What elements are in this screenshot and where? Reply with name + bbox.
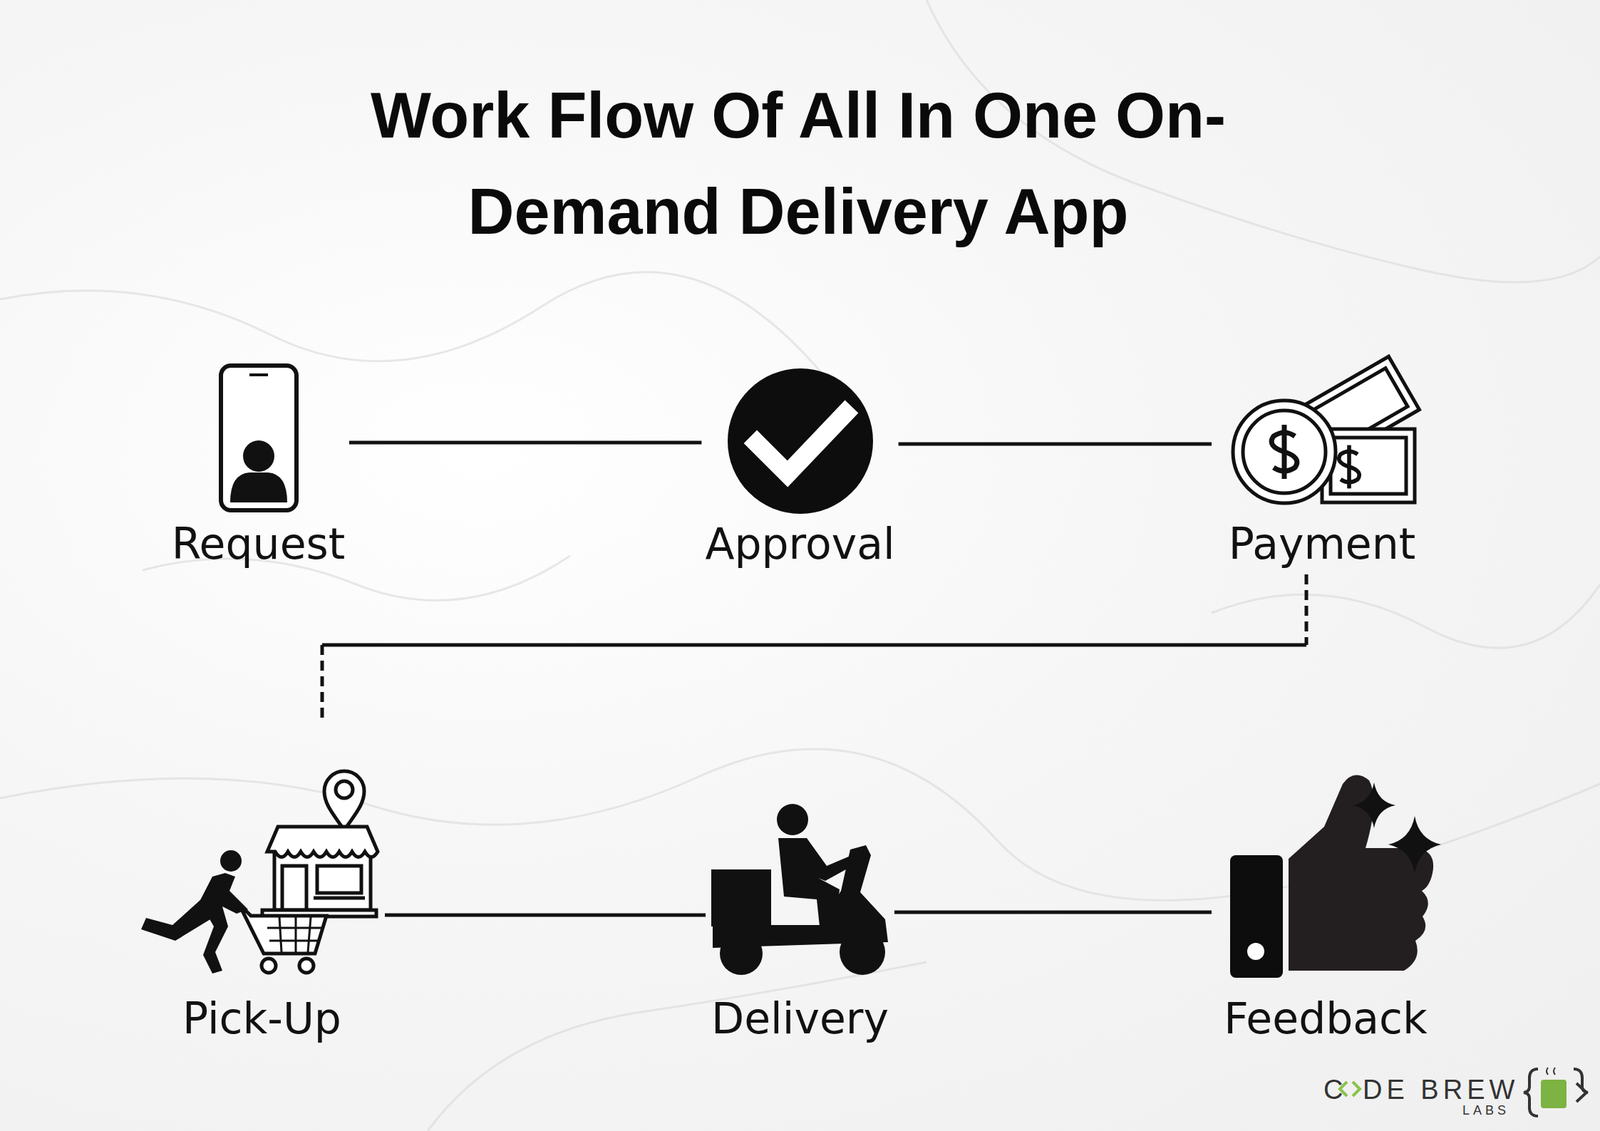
step-label: Feedback bbox=[1223, 992, 1428, 1045]
store-icon bbox=[238, 771, 378, 973]
scooter-icon bbox=[711, 803, 889, 975]
money-icon bbox=[1232, 356, 1419, 504]
step-node: Payment bbox=[1211, 349, 1433, 571]
thumbs-up-icon bbox=[1230, 775, 1442, 978]
connector-segment bbox=[320, 644, 325, 719]
flow-connector bbox=[384, 915, 706, 916]
runner-icon bbox=[141, 850, 249, 974]
flow-connector bbox=[898, 444, 1212, 445]
connector-segment bbox=[898, 442, 1212, 447]
connector-segment bbox=[349, 441, 702, 445]
step-label: Delivery bbox=[711, 992, 889, 1045]
logo-text: LABS bbox=[1462, 1103, 1510, 1119]
flow-connector bbox=[894, 912, 1212, 913]
connector-segment bbox=[322, 643, 1307, 648]
connector-segment bbox=[384, 913, 706, 918]
logo-text: C bbox=[1323, 1074, 1347, 1106]
logo-text: DE BREW bbox=[1362, 1074, 1519, 1106]
step-label: Request bbox=[171, 517, 346, 571]
step-label: Payment bbox=[1228, 517, 1417, 571]
step-label: Pick-Up bbox=[182, 992, 342, 1045]
step-node: Delivery bbox=[705, 798, 895, 1045]
flow-connector bbox=[322, 574, 1307, 719]
diagram-title: Work Flow Of All In One On-Demand Delive… bbox=[370, 67, 1226, 261]
step-node: Approval bbox=[701, 359, 898, 571]
connector-segment bbox=[1304, 574, 1309, 645]
connector-segment bbox=[894, 910, 1212, 915]
phone-icon bbox=[220, 365, 297, 511]
step-node: Feedback bbox=[1211, 773, 1440, 1045]
step-node: Request bbox=[167, 359, 350, 571]
step-label: Approval bbox=[704, 517, 895, 571]
check-icon bbox=[727, 368, 874, 514]
step-node: Pick-Up bbox=[138, 721, 385, 1045]
flow-connector bbox=[349, 442, 702, 444]
